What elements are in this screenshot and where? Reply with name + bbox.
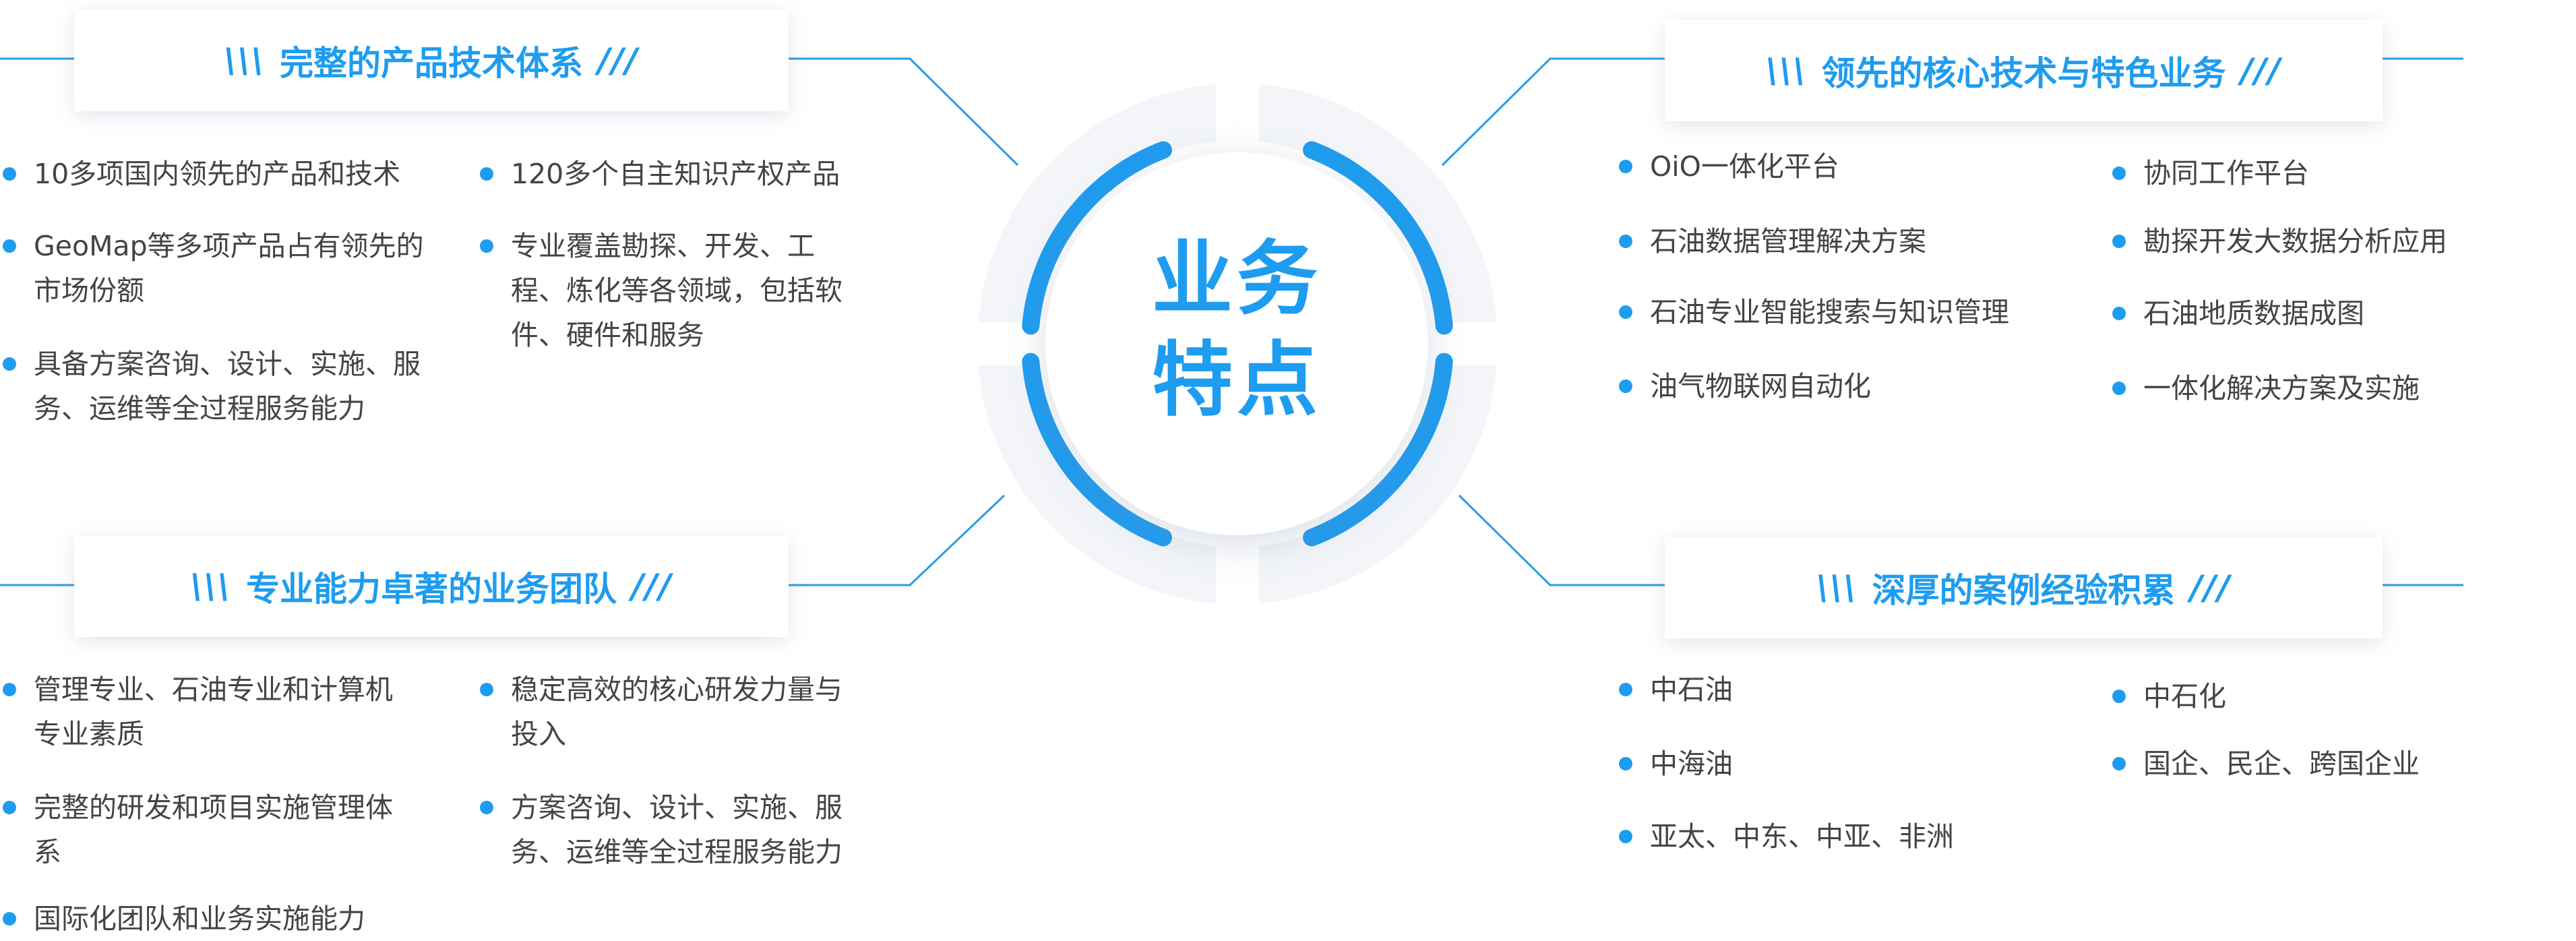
bullet-dot bbox=[1619, 160, 1632, 173]
list-item: 国企、民企、跨国企业 bbox=[2112, 741, 2561, 786]
list-item: 石油地质数据成图 bbox=[2112, 291, 2548, 336]
list-item-text: 专业覆盖勘探、开发、工程、炼化等各领域，包括软件、硬件和服务 bbox=[511, 230, 842, 351]
list-item: 石油数据管理解决方案 bbox=[1619, 219, 2054, 264]
bullet-dot bbox=[480, 801, 493, 814]
bullet-dot bbox=[2112, 166, 2126, 180]
list-item-text: 石油专业智能搜索与知识管理 bbox=[1650, 296, 2009, 328]
list-item-text: 石油数据管理解决方案 bbox=[1650, 225, 1926, 257]
hub-title-line: 特点 bbox=[1152, 334, 1322, 427]
list-item: 勘探开发大数据分析应用 bbox=[2112, 219, 2561, 264]
bullet-dot bbox=[3, 912, 16, 925]
list-item-text: 管理专业、石油专业和计算机专业素质 bbox=[34, 673, 393, 750]
deco-slashes-left: \\\ bbox=[224, 41, 265, 80]
hub-accent-arc bbox=[1022, 141, 1172, 335]
hub-title: 业务 特点 bbox=[1045, 229, 1428, 431]
list-item: 亚太、中东、中亚、非洲 bbox=[1619, 814, 2068, 859]
connector-line bbox=[789, 57, 1019, 166]
bullet-dot bbox=[2112, 307, 2126, 320]
list-item: 稳定高效的核心研发力量与投入 bbox=[480, 667, 861, 756]
list-item-text: 方案咨询、设计、实施、服务、运维等全过程服务能力 bbox=[511, 791, 842, 868]
bullet-dot bbox=[1619, 305, 1632, 319]
list-item-text: 中石化 bbox=[2143, 680, 2226, 712]
section-title: 专业能力卓著的业务团队 bbox=[246, 570, 617, 609]
bullet-dot bbox=[3, 239, 16, 253]
list-item-text: OiO一体化平台 bbox=[1650, 150, 1839, 183]
list-item-text: 120多个自主知识产权产品 bbox=[511, 158, 840, 190]
list-item-text: 国际化团队和业务实施能力 bbox=[34, 903, 365, 935]
list-item-text: 国企、民企、跨国企业 bbox=[2143, 748, 2420, 780]
section-header-products: \\\ 完整的产品技术体系 /// bbox=[74, 10, 789, 111]
bullet-dot bbox=[1619, 683, 1632, 696]
list-item: 中海油 bbox=[1619, 741, 2054, 786]
hub-accent-arc bbox=[1022, 353, 1172, 547]
section-header-cases: \\\ 深厚的案例经验积累 /// bbox=[1665, 537, 2383, 638]
list-item: 完整的研发和项目实施管理体系 bbox=[3, 785, 398, 874]
list-item: 国际化团队和业务实施能力 bbox=[3, 897, 452, 941]
section-title: 深厚的案例经验积累 bbox=[1872, 571, 2176, 610]
list-item-text: 完整的研发和项目实施管理体系 bbox=[34, 791, 393, 868]
hub-accent-arc bbox=[1303, 353, 1453, 547]
bullet-dot bbox=[2112, 757, 2126, 770]
bullet-dot bbox=[480, 167, 493, 181]
deco-slashes-right: /// bbox=[632, 567, 673, 606]
bullet-dot bbox=[480, 239, 493, 253]
list-item: 专业覆盖勘探、开发、工程、炼化等各领域，包括软件、硬件和服务 bbox=[480, 224, 861, 357]
deco-slashes-right: /// bbox=[2240, 51, 2282, 90]
deco-slashes-right: /// bbox=[598, 41, 639, 80]
list-item: 具备方案咨询、设计、实施、服务、运维等全过程服务能力 bbox=[3, 342, 438, 431]
bullet-dot bbox=[480, 683, 493, 696]
connector-line bbox=[789, 494, 1006, 586]
deco-slashes-left: \\\ bbox=[1765, 51, 1807, 90]
list-item-text: GeoMap等多项产品占有领先的市场份额 bbox=[34, 230, 424, 307]
bullet-dot bbox=[1619, 830, 1632, 843]
hub-ring bbox=[978, 84, 1497, 603]
hub-accent-arc bbox=[1303, 141, 1453, 335]
hub-title-line: 业务 bbox=[1152, 233, 1322, 326]
deco-slashes-left: \\\ bbox=[190, 567, 231, 606]
bullet-dot bbox=[1619, 380, 1632, 393]
section-header-core-tech: \\\ 领先的核心技术与特色业务 /// bbox=[1665, 20, 2383, 121]
section-title: 领先的核心技术与特色业务 bbox=[1821, 54, 2226, 93]
section-header-team: \\\ 专业能力卓著的业务团队 /// bbox=[74, 536, 789, 637]
bullet-dot bbox=[3, 357, 16, 371]
list-item: 油气物联网自动化 bbox=[1619, 364, 2054, 408]
list-item: 管理专业、石油专业和计算机专业素质 bbox=[3, 667, 398, 756]
list-item: 一体化解决方案及实施 bbox=[2112, 366, 2548, 411]
list-item-text: 石油地质数据成图 bbox=[2143, 297, 2364, 330]
list-item: 120多个自主知识产权产品 bbox=[480, 152, 875, 196]
list-item: 中石油 bbox=[1619, 667, 2054, 712]
bullet-dot bbox=[3, 167, 16, 181]
list-item: 中石化 bbox=[2112, 674, 2548, 719]
list-item-text: 10多项国内领先的产品和技术 bbox=[34, 158, 401, 190]
list-item: 石油专业智能搜索与知识管理 bbox=[1619, 290, 2068, 334]
bullet-dot bbox=[2112, 690, 2126, 703]
deco-slashes-left: \\\ bbox=[1816, 568, 1858, 607]
bullet-dot bbox=[1619, 235, 1632, 248]
list-item: 协同工作平台 bbox=[2112, 151, 2548, 195]
bullet-dot bbox=[2112, 235, 2126, 248]
deco-slashes-right: /// bbox=[2190, 568, 2232, 607]
list-item-text: 中海油 bbox=[1650, 748, 1733, 780]
list-item-text: 勘探开发大数据分析应用 bbox=[2143, 225, 2447, 257]
list-item-text: 油气物联网自动化 bbox=[1650, 370, 1871, 402]
list-item-text: 具备方案咨询、设计、实施、服务、运维等全过程服务能力 bbox=[34, 348, 421, 425]
bullet-dot bbox=[1619, 757, 1632, 770]
list-item-text: 亚太、中东、中亚、非洲 bbox=[1650, 820, 1954, 853]
list-item-text: 协同工作平台 bbox=[2143, 157, 2309, 189]
connector-line bbox=[1458, 494, 1665, 586]
bullet-dot bbox=[3, 801, 16, 814]
connector-line bbox=[1441, 57, 1665, 166]
list-item-text: 稳定高效的核心研发力量与投入 bbox=[511, 673, 842, 750]
list-item: GeoMap等多项产品占有领先的市场份额 bbox=[3, 224, 438, 313]
section-title: 完整的产品技术体系 bbox=[280, 44, 583, 83]
list-item: OiO一体化平台 bbox=[1619, 144, 2054, 189]
bullet-dot bbox=[3, 683, 16, 696]
list-item-text: 中石油 bbox=[1650, 673, 1733, 706]
list-item-text: 一体化解决方案及实施 bbox=[2143, 372, 2420, 404]
hub-core bbox=[1045, 152, 1428, 535]
bullet-dot bbox=[2112, 382, 2126, 395]
list-item: 方案咨询、设计、实施、服务、运维等全过程服务能力 bbox=[480, 785, 861, 874]
list-item: 10多项国内领先的产品和技术 bbox=[3, 152, 452, 196]
